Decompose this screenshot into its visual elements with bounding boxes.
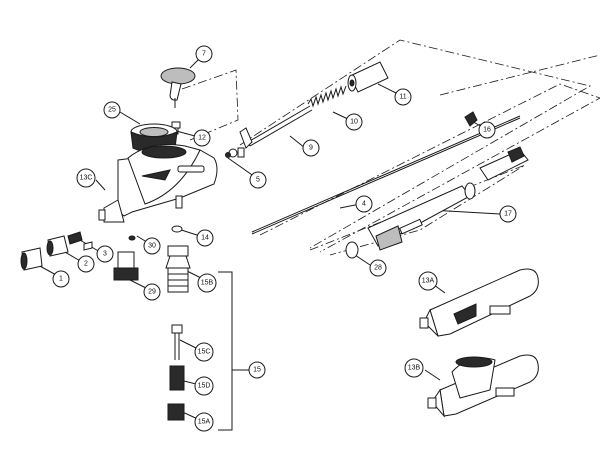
callout-29: 29	[143, 283, 161, 301]
svg-text:2: 2	[84, 261, 88, 268]
callout-13b: 13B	[404, 358, 424, 378]
part-3	[67, 231, 83, 245]
part-30	[128, 235, 136, 241]
part-9	[239, 105, 313, 149]
part-1	[20, 247, 43, 271]
part-needle	[251, 115, 521, 235]
svg-text:11: 11	[399, 94, 406, 101]
part-15d	[169, 365, 185, 391]
part-14	[171, 225, 183, 233]
callout-15c: 15C	[194, 342, 214, 362]
callout-9: 9	[302, 139, 320, 157]
svg-text:16: 16	[483, 127, 491, 134]
svg-text:15D: 15D	[198, 383, 211, 390]
svg-text:12: 12	[198, 135, 206, 142]
svg-text:10: 10	[350, 119, 358, 126]
svg-text:28: 28	[374, 265, 382, 272]
callout-13c: 13C	[76, 168, 96, 188]
svg-text:15: 15	[253, 367, 261, 374]
svg-text:29: 29	[148, 289, 156, 296]
callout-13a: 13A	[418, 271, 438, 291]
svg-text:17: 17	[504, 211, 512, 218]
callout-15d: 15D	[194, 376, 214, 396]
callout-16: 16	[478, 121, 496, 139]
svg-text:13A: 13A	[422, 278, 435, 285]
svg-text:9: 9	[309, 145, 313, 152]
part-trigger	[160, 67, 196, 108]
svg-text:25: 25	[108, 107, 116, 114]
callouts: 7 25 12 13C 5 9 10 11 16 4 17 14 30 28 3…	[52, 45, 517, 432]
svg-text:3: 3	[103, 251, 107, 258]
part-5	[225, 147, 245, 158]
svg-text:1: 1	[59, 276, 63, 283]
callout-7: 7	[195, 45, 213, 63]
callout-15: 15	[248, 361, 266, 379]
svg-text:15A: 15A	[198, 419, 211, 426]
part-11	[347, 61, 389, 93]
part-spring	[307, 85, 347, 108]
part-15a	[167, 403, 185, 421]
callout-17: 17	[499, 205, 517, 223]
svg-text:14: 14	[201, 235, 209, 242]
part-2	[46, 235, 69, 257]
part-body-13b	[427, 354, 539, 418]
svg-text:15B: 15B	[201, 280, 214, 287]
svg-text:15C: 15C	[198, 349, 211, 356]
callout-10: 10	[345, 113, 363, 131]
part-oring	[345, 241, 359, 259]
callout-2: 2	[77, 255, 95, 273]
callout-14: 14	[196, 229, 214, 247]
callout-4: 4	[355, 195, 373, 213]
callout-30: 30	[143, 237, 161, 255]
part-body-13a	[419, 268, 539, 337]
part-handle	[367, 182, 476, 251]
part-16	[464, 111, 478, 127]
svg-text:7: 7	[202, 51, 206, 58]
part-29	[113, 251, 139, 281]
callout-28: 28	[369, 259, 387, 277]
svg-text:4: 4	[362, 201, 366, 208]
part-15b	[165, 245, 191, 293]
part-small-tip	[83, 241, 93, 251]
part-15c	[171, 324, 183, 360]
callout-3: 3	[96, 245, 114, 263]
svg-text:5: 5	[256, 177, 260, 184]
callout-15a: 15A	[194, 412, 214, 432]
svg-text:30: 30	[148, 243, 156, 250]
callout-11: 11	[394, 88, 412, 106]
callout-15b: 15B	[197, 273, 217, 293]
callout-25: 25	[103, 101, 121, 119]
callout-12: 12	[193, 129, 211, 147]
parts	[20, 61, 539, 421]
svg-text:13B: 13B	[408, 365, 421, 372]
svg-text:13C: 13C	[80, 175, 93, 182]
callout-1: 1	[52, 270, 70, 288]
part-17	[479, 146, 529, 181]
part-body-13c	[98, 144, 218, 223]
callout-5: 5	[249, 171, 267, 189]
